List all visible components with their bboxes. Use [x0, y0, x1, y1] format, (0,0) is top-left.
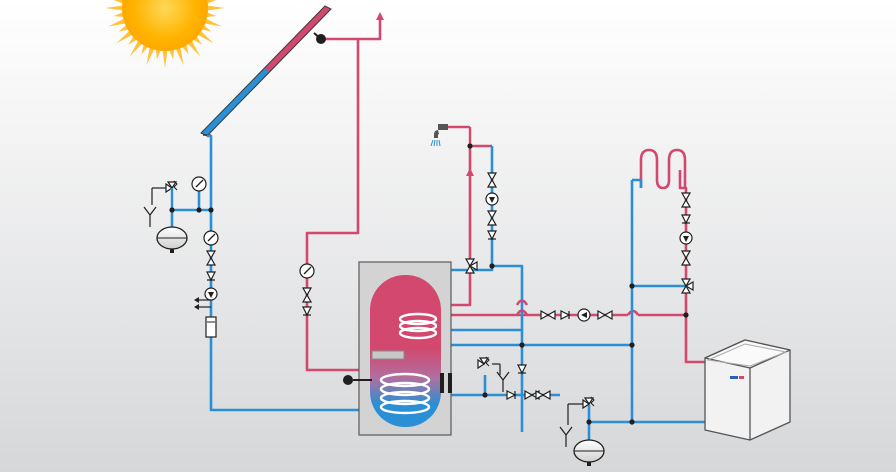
junction-dot — [196, 207, 202, 213]
valve-icon — [486, 210, 498, 226]
three-way-valve-icon — [464, 258, 478, 274]
expansion-vessel-icon — [573, 439, 605, 466]
pump-icon — [577, 308, 591, 322]
tank-icon — [343, 261, 452, 436]
junction-dot — [629, 342, 635, 348]
valve-icon — [680, 192, 692, 208]
valve-icon — [535, 389, 551, 401]
check-valve-icon — [302, 306, 312, 317]
fill-connection-icon — [194, 297, 211, 310]
funnel-icon — [143, 206, 157, 227]
heat-pump-icon — [704, 339, 791, 441]
valve-icon — [680, 250, 692, 266]
check-valve-icon — [560, 310, 571, 320]
flow-meter-icon — [205, 316, 217, 338]
valve-icon — [597, 309, 613, 321]
valve-icon — [486, 172, 498, 188]
valve-icon — [301, 287, 313, 303]
safety-valve-icon — [477, 356, 490, 370]
pump-icon — [679, 231, 693, 245]
junction-dot — [489, 263, 495, 269]
flow-arrow-icon — [466, 168, 474, 176]
junction-dot — [169, 207, 175, 213]
junction-dot — [482, 392, 488, 398]
check-valve-icon — [506, 390, 517, 400]
funnel-icon — [496, 371, 510, 392]
sun-icon — [105, 0, 225, 68]
junction-dot — [467, 143, 473, 149]
valve-icon — [540, 309, 556, 321]
gauge-icon — [191, 176, 207, 192]
pipe-crossovers — [515, 299, 529, 316]
schematic-symbols — [143, 12, 694, 466]
junction-dot — [683, 312, 689, 318]
safety-valve-icon — [165, 180, 178, 194]
expansion-vessel-icon — [156, 226, 188, 253]
junction-dot — [629, 283, 635, 289]
flow-arrow-icon — [376, 12, 384, 20]
junction-dot — [519, 342, 525, 348]
junction-dot — [629, 419, 635, 425]
gauge-icon — [299, 263, 315, 279]
check-valve-icon — [517, 364, 527, 375]
pump-icon — [485, 192, 499, 206]
funnel-icon — [559, 426, 573, 447]
pump-icon — [204, 287, 218, 301]
sensor-icon — [313, 32, 326, 44]
valve-icon — [205, 250, 217, 266]
check-valve-icon — [206, 271, 216, 282]
junction-dot — [586, 419, 592, 425]
check-valve-icon — [487, 230, 497, 241]
faucet-icon — [430, 124, 472, 147]
three-way-valve-icon — [680, 278, 694, 294]
gauge-icon — [203, 230, 219, 246]
junction-dot — [208, 207, 214, 213]
check-valve-icon — [681, 214, 691, 225]
